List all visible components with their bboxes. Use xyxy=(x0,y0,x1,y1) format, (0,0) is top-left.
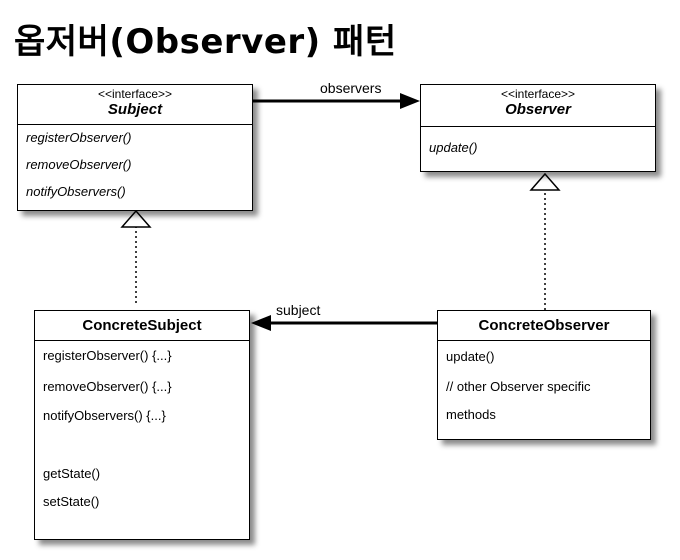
concrete-subject-method-getstate: getState() xyxy=(43,466,101,481)
concrete-observer-header: ConcreteObserver xyxy=(438,311,650,341)
observer-header: <<interface>> Observer xyxy=(421,85,655,127)
observers-label: observers xyxy=(320,80,382,96)
subject-label: subject xyxy=(276,302,321,318)
observer-realization-triangle xyxy=(529,172,561,191)
subject-method-notify: notifyObservers() xyxy=(26,184,126,199)
concrete-subject-method-setstate: setState() xyxy=(43,494,100,509)
concrete-subject-method-notify: notifyObservers() {...} xyxy=(43,408,166,423)
observer-name: Observer xyxy=(505,101,571,118)
subject-interface-box: <<interface>> Subject registerObserver()… xyxy=(17,84,253,211)
page-title: 옵저버(Observer) 패턴 xyxy=(14,22,397,62)
concrete-subject-name: ConcreteSubject xyxy=(82,317,202,334)
observer-interface-box: <<interface>> Observer update() xyxy=(420,84,656,172)
concrete-observer-method-methods: methods xyxy=(446,407,496,422)
concrete-subject-box: ConcreteSubject registerObserver() {...}… xyxy=(34,310,250,540)
concrete-observer-method-update: update() xyxy=(446,349,495,364)
concrete-observer-method-other: // other Observer specific xyxy=(446,379,591,394)
concrete-subject-header: ConcreteSubject xyxy=(35,311,249,341)
observers-arrowhead xyxy=(400,93,420,109)
observer-method-update: update() xyxy=(429,140,478,155)
subject-realization-triangle xyxy=(120,209,152,228)
concrete-subject-method-register: registerObserver() {...} xyxy=(43,348,172,363)
observer-stereotype: <<interface>> xyxy=(500,87,576,101)
subject-stereotype: <<interface>> xyxy=(97,87,173,101)
subject-name: Subject xyxy=(107,101,163,118)
subject-arrowhead xyxy=(251,315,271,331)
subject-method-remove: removeObserver() xyxy=(26,157,132,172)
subject-method-register: registerObserver() xyxy=(26,130,132,145)
concrete-observer-name: ConcreteObserver xyxy=(478,317,610,334)
concrete-subject-method-remove: removeObserver() {...} xyxy=(43,379,172,394)
concrete-observer-box: ConcreteObserver update() // other Obser… xyxy=(437,310,651,440)
subject-header: <<interface>> Subject xyxy=(18,85,252,125)
